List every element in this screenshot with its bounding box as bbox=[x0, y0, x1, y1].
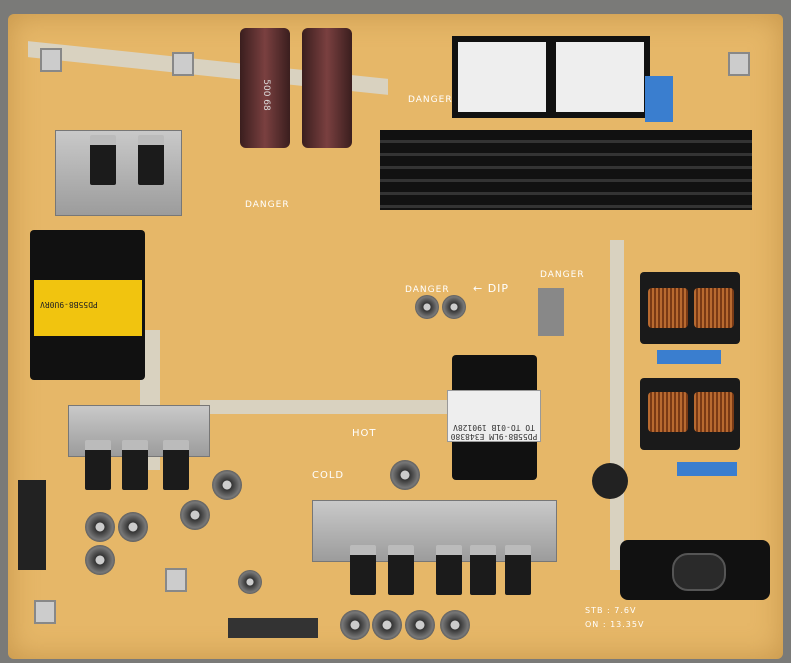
transistor bbox=[505, 545, 531, 595]
transistor bbox=[436, 545, 462, 595]
capacitor bbox=[85, 545, 115, 575]
mounting-clip bbox=[34, 600, 56, 624]
x-capacitor bbox=[645, 76, 673, 122]
stb-voltage-label: STB : 7.6V bbox=[585, 606, 637, 615]
connector bbox=[228, 618, 318, 638]
transistor bbox=[470, 545, 496, 595]
mounting-clip bbox=[165, 568, 187, 592]
dip-label: ← DIP bbox=[473, 282, 510, 295]
danger-label: DANGER bbox=[540, 270, 585, 280]
capacitor bbox=[405, 610, 435, 640]
danger-label: DANGER bbox=[245, 200, 290, 210]
cold-label: COLD bbox=[312, 470, 345, 481]
transformer-label: PD55B8-9U0RV bbox=[40, 300, 98, 309]
transistor bbox=[163, 440, 189, 490]
electrolytic-capacitor bbox=[240, 28, 290, 148]
x-capacitor bbox=[657, 350, 721, 364]
capacitor-label: 500 68 bbox=[260, 79, 271, 111]
transistor bbox=[138, 135, 164, 185]
capacitor bbox=[415, 295, 439, 319]
on-voltage-label: ON : 13.35V bbox=[585, 620, 645, 629]
heatsink bbox=[380, 130, 752, 210]
coil bbox=[648, 392, 688, 432]
danger-label: DANGER bbox=[405, 285, 450, 295]
x-capacitor bbox=[677, 462, 737, 476]
capacitor bbox=[440, 610, 470, 640]
transformer-tape bbox=[34, 280, 142, 336]
hot-label: HOT bbox=[352, 428, 377, 439]
danger-label: DANGER bbox=[408, 95, 453, 105]
transistor bbox=[122, 440, 148, 490]
pfc-inductor bbox=[452, 36, 552, 118]
capacitor bbox=[85, 512, 115, 542]
capacitor bbox=[238, 570, 262, 594]
coil bbox=[694, 392, 734, 432]
varistor bbox=[592, 463, 628, 499]
capacitor bbox=[212, 470, 242, 500]
capacitor bbox=[442, 295, 466, 319]
film-capacitor bbox=[538, 288, 564, 336]
trace bbox=[610, 240, 624, 570]
transformer-label: PD55B8-9LM E348380 TO TO-01B 190128V bbox=[447, 390, 541, 442]
connector bbox=[18, 480, 46, 570]
mounting-clip bbox=[40, 48, 62, 72]
ac-socket bbox=[672, 553, 726, 591]
transistor bbox=[350, 545, 376, 595]
transistor bbox=[90, 135, 116, 185]
capacitor bbox=[390, 460, 420, 490]
transistor bbox=[388, 545, 414, 595]
mounting-clip bbox=[172, 52, 194, 76]
capacitor bbox=[118, 512, 148, 542]
coil bbox=[648, 288, 688, 328]
transistor bbox=[85, 440, 111, 490]
capacitor bbox=[180, 500, 210, 530]
pfc-inductor bbox=[550, 36, 650, 118]
capacitor bbox=[340, 610, 370, 640]
electrolytic-capacitor bbox=[302, 28, 352, 148]
coil bbox=[694, 288, 734, 328]
capacitor bbox=[372, 610, 402, 640]
mounting-clip bbox=[728, 52, 750, 76]
